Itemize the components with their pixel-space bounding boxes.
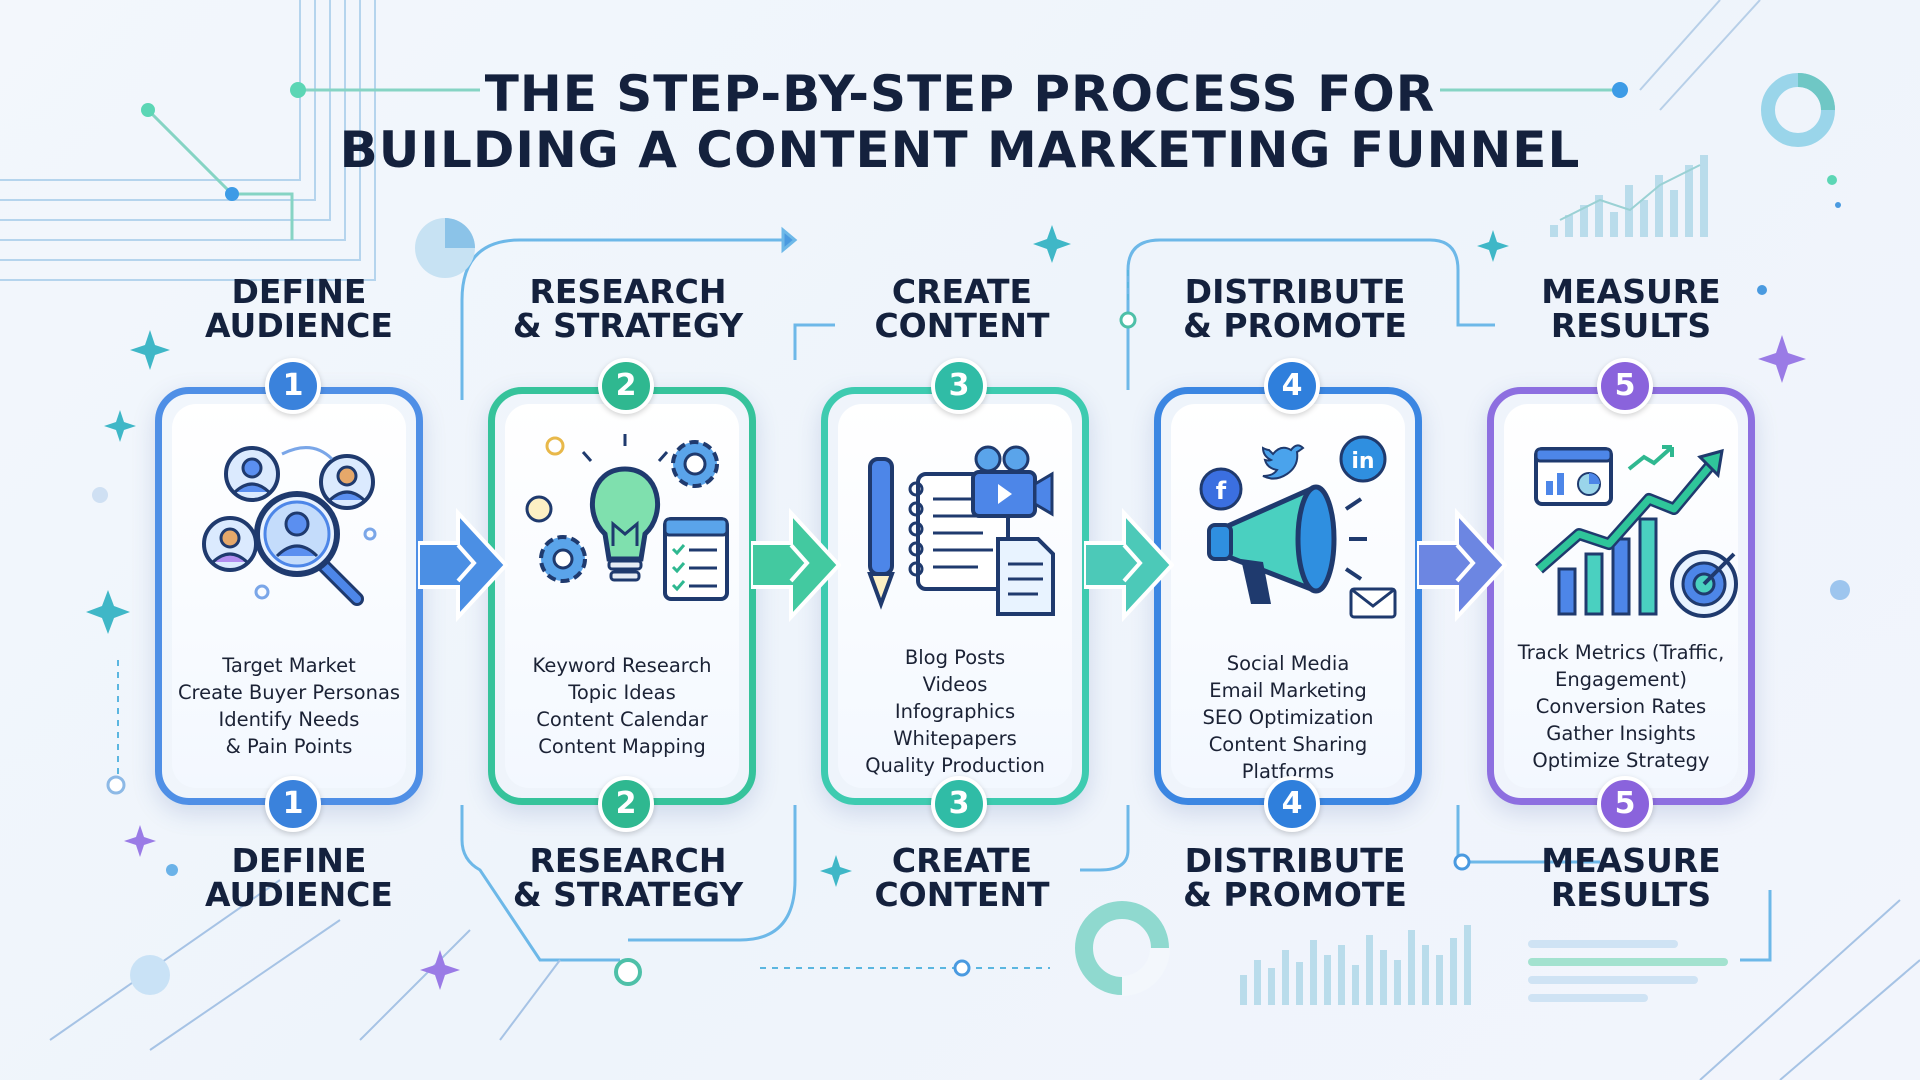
step-3-title-top: CREATE CONTENT	[802, 275, 1122, 343]
step-5-item: Optimize Strategy	[1532, 749, 1710, 772]
step-1-card: Target Market Create Buyer Personas Iden…	[155, 387, 423, 805]
step-5-title-top: MEASURE RESULTS	[1471, 275, 1791, 343]
step-5-item: Engagement)	[1555, 668, 1687, 691]
step-1-title-top: DEFINE AUDIENCE	[139, 275, 459, 343]
step-4-title-bottom: DISTRIBUTE & PROMOTE	[1135, 844, 1455, 912]
step-1-item: & Pain Points	[225, 735, 353, 758]
step-5-number-badge-bottom: 5	[1597, 776, 1653, 832]
step-2-title-top: RESEARCH & STRATEGY	[468, 275, 788, 343]
step-2-title-top-line1: RESEARCH	[529, 272, 727, 311]
page-title-line-1: THE STEP-BY-STEP PROCESS FOR	[484, 65, 1436, 123]
arrow-right-icon	[1084, 507, 1174, 623]
step-3-number-badge-bottom: 3	[931, 776, 987, 832]
step-5-title-bottom-line1: MEASURE	[1541, 841, 1721, 880]
step-4-item: Platforms	[1241, 760, 1335, 783]
arrow-right-icon	[751, 507, 841, 623]
step-2-items: Keyword Research Topic Ideas Content Cal…	[495, 652, 749, 760]
step-3-title-bottom: CREATE CONTENT	[802, 844, 1122, 912]
step-2-card: Keyword Research Topic Ideas Content Cal…	[488, 387, 756, 805]
step-4-card: f in Social Media Email Marketing SEO Op…	[1154, 387, 1422, 805]
step-1-items: Target Market Create Buyer Personas Iden…	[162, 652, 416, 760]
step-3-item: Infographics	[894, 700, 1016, 723]
step-1-title-top-line1: DEFINE	[231, 272, 367, 311]
step-3-number-badge-top: 3	[931, 358, 987, 414]
step-4-item: Content Sharing	[1208, 733, 1368, 756]
step-3-items: Blog Posts Videos Infographics Whitepape…	[828, 644, 1082, 779]
step-2-item: Keyword Research	[532, 654, 712, 677]
step-3-item: Blog Posts	[904, 646, 1006, 669]
step-1-title-top-line2: AUDIENCE	[205, 306, 393, 345]
step-3-item: Quality Production	[865, 754, 1045, 777]
step-4-item: Email Marketing	[1209, 679, 1367, 702]
step-5-item: Track Metrics (Traffic,	[1517, 641, 1725, 664]
step-3-title-top-line1: CREATE	[891, 272, 1033, 311]
step-3-item: Videos	[922, 673, 988, 696]
step-5-item: Gather Insights	[1546, 722, 1696, 745]
step-2-title-bottom-line1: RESEARCH	[529, 841, 727, 880]
step-1-number-badge-top: 1	[265, 358, 321, 414]
step-4-title-top-line1: DISTRIBUTE	[1184, 272, 1406, 311]
step-5-title-top-line2: RESULTS	[1550, 306, 1712, 345]
step-1-item: Target Market	[222, 654, 356, 677]
lightbulb-gears-icon	[525, 434, 729, 601]
step-5-item: Conversion Rates	[1535, 695, 1707, 718]
step-3-item: Whitepapers	[893, 727, 1017, 750]
step-5-number-badge-top: 5	[1597, 358, 1653, 414]
step-5-title-bottom-line2: RESULTS	[1550, 875, 1712, 914]
step-3-card: Blog Posts Videos Infographics Whitepape…	[821, 387, 1089, 805]
step-4-title-top: DISTRIBUTE & PROMOTE	[1135, 275, 1455, 343]
step-5-title-bottom: MEASURE RESULTS	[1471, 844, 1791, 912]
step-2-item: Topic Ideas	[568, 681, 676, 704]
step-3-title-bottom-line1: CREATE	[891, 841, 1033, 880]
step-2-title-bottom: RESEARCH & STRATEGY	[468, 844, 788, 912]
step-1-title-bottom-line1: DEFINE	[231, 841, 367, 880]
linkedin-letter: in	[1351, 449, 1374, 474]
step-3-title-bottom-line2: CONTENT	[874, 875, 1050, 914]
step-5-title-top-line1: MEASURE	[1541, 272, 1721, 311]
step-1-title-bottom-line2: AUDIENCE	[205, 875, 393, 914]
step-2-number-badge-bottom: 2	[598, 776, 654, 832]
step-2-title-bottom-line2: & STRATEGY	[512, 875, 744, 914]
step-4-number-badge-bottom: 4	[1264, 776, 1320, 832]
step-4-item: Social Media	[1226, 652, 1350, 675]
step-4-items: Social Media Email Marketing SEO Optimiz…	[1161, 650, 1415, 785]
step-4-title-bottom-line1: DISTRIBUTE	[1184, 841, 1406, 880]
step-5-card: Track Metrics (Traffic, Engagement) Conv…	[1487, 387, 1755, 805]
arrow-right-icon	[1417, 507, 1507, 623]
growth-chart-icon	[1534, 445, 1738, 618]
step-2-title-top-line2: & STRATEGY	[512, 306, 744, 345]
step-4-number-badge-top: 4	[1264, 358, 1320, 414]
step-1-item: Create Buyer Personas	[177, 681, 401, 704]
content-creation-icon	[867, 445, 1055, 616]
arrow-right-icon	[418, 507, 508, 623]
page-title-line-2: BUILDING A CONTENT MARKETING FUNNEL	[339, 121, 1581, 179]
facebook-letter: f	[1216, 477, 1227, 505]
step-3-title-top-line2: CONTENT	[874, 306, 1050, 345]
step-4-title-bottom-line2: & PROMOTE	[1183, 875, 1407, 914]
megaphone-social-icon: f in	[1199, 435, 1397, 619]
step-2-number-badge-top: 2	[598, 358, 654, 414]
step-4-item: SEO Optimization	[1202, 706, 1374, 729]
step-2-item: Content Calendar	[536, 708, 708, 731]
step-1-title-bottom: DEFINE AUDIENCE	[139, 844, 459, 912]
step-5-items: Track Metrics (Traffic, Engagement) Conv…	[1494, 639, 1748, 774]
step-2-item: Content Mapping	[538, 735, 706, 758]
audience-search-icon	[202, 446, 377, 606]
step-1-number-badge-bottom: 1	[265, 776, 321, 832]
step-1-item: Identify Needs	[218, 708, 360, 731]
step-4-title-top-line2: & PROMOTE	[1183, 306, 1407, 345]
